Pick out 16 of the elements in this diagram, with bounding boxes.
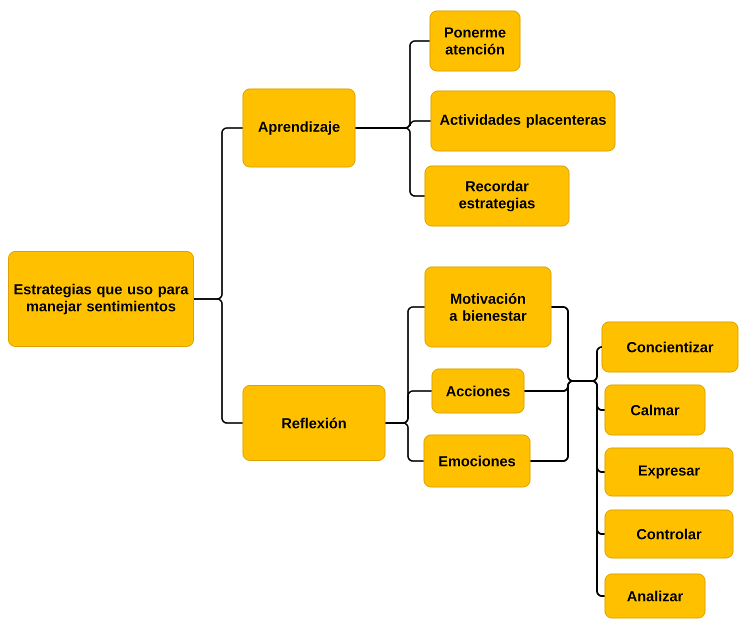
process-box: Emociones — [424, 434, 530, 488]
process-box: Analizar — [604, 574, 706, 618]
process-box: Actividades placenteras — [430, 90, 616, 152]
process-box: Expresar — [604, 448, 734, 496]
process-box: Controlar — [604, 510, 734, 558]
process-box: Concientizar — [602, 322, 738, 372]
process-box: Motivación a bienestar — [424, 266, 552, 348]
process-box: Calmar — [604, 384, 706, 436]
process-box: Aprendizaje — [242, 88, 356, 168]
connector — [386, 422, 424, 462]
process-box: Reflexión — [242, 385, 386, 461]
process-box: Ponerme atención — [430, 10, 520, 72]
connector — [194, 298, 242, 424]
process-box: Estrategias que uso para manejar sentimientos — [8, 251, 194, 347]
process-box: Recordar estrategias — [424, 166, 570, 226]
process-box: Acciones — [432, 368, 524, 414]
